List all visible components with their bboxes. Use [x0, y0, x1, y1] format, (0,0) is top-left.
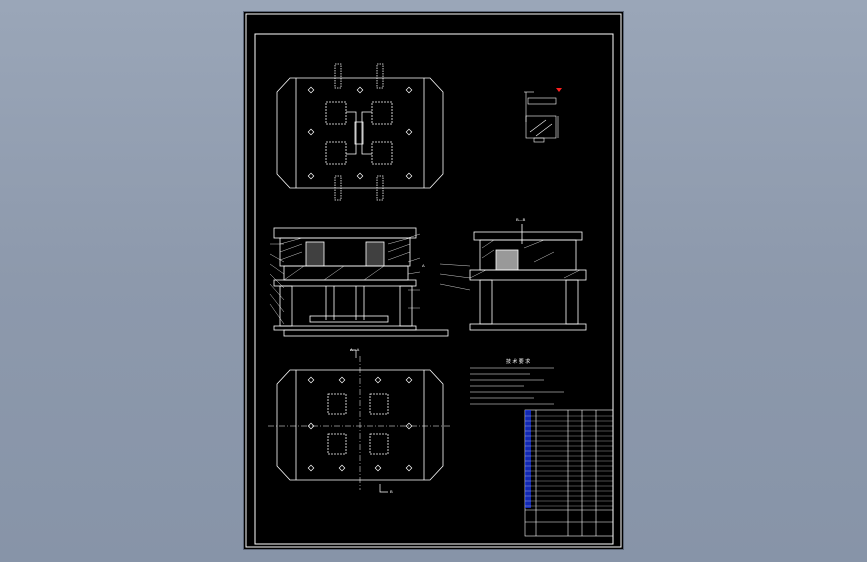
- red-marker: [556, 88, 562, 92]
- front-section-view: [269, 227, 449, 337]
- bottom-plan-view: [268, 349, 452, 493]
- bom-highlight: [525, 410, 531, 508]
- bom-rows: [525, 415, 613, 507]
- top-plan-view: [276, 63, 444, 201]
- tech-requirements-title: 技 术 要 求: [506, 359, 531, 365]
- inner-border: [254, 33, 614, 545]
- section-marker-left: A: [422, 263, 425, 268]
- section-label-mid: B—B: [516, 217, 526, 222]
- cad-drawing: [245, 13, 622, 548]
- section-marker-bottom: B: [390, 489, 393, 494]
- title-block: [524, 409, 614, 537]
- drawing-sheet: A—A B—B B A 技 术 要 求: [244, 12, 623, 549]
- outer-border: [245, 13, 622, 548]
- section-label-top: A—A: [350, 347, 360, 352]
- side-section-view: [439, 224, 587, 331]
- detail-view: [524, 91, 559, 143]
- tech-notes: [470, 367, 564, 405]
